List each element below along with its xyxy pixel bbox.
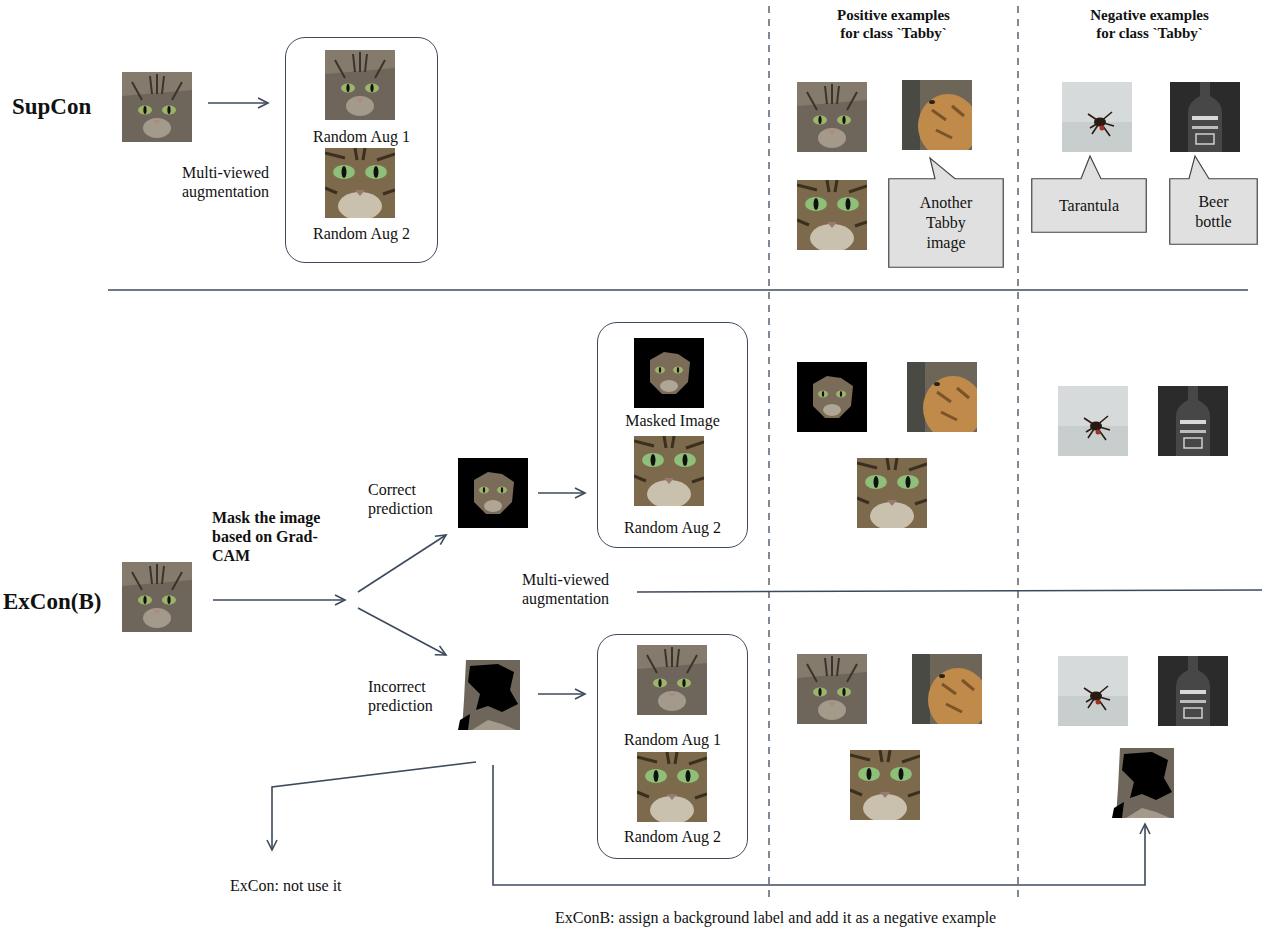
arrow <box>493 765 1145 885</box>
cat-image <box>912 654 988 732</box>
dashed-divider <box>768 6 769 900</box>
cat-image <box>902 80 978 158</box>
branch-label: Correct prediction <box>368 480 453 518</box>
cat-image <box>122 562 192 632</box>
method-title: ExCon(B) <box>3 588 113 616</box>
cat-image <box>797 654 867 724</box>
callout-outline <box>1032 156 1147 232</box>
view-group-box: Random Aug 1 Random Aug 2 <box>597 634 748 859</box>
annotation: Multi-viewed augmentation <box>182 163 292 201</box>
cat-image <box>325 148 395 220</box>
background-masked-image <box>1112 748 1182 818</box>
callout-text: Tarantula <box>1041 196 1137 216</box>
image-caption: Masked Image <box>598 411 747 430</box>
arrow <box>538 492 585 494</box>
cat-image <box>325 50 395 120</box>
note: ExConB: assign a background label and ad… <box>555 908 1195 927</box>
callout-box: Tarantula <box>1031 178 1147 233</box>
background-masked-image <box>458 660 528 730</box>
arrow <box>358 535 446 592</box>
bottle-image <box>1170 82 1240 152</box>
cat-image <box>797 180 867 252</box>
view-group-box: Masked ImageRandom Aug 2 <box>597 322 748 548</box>
callout-box: Another Tabby image <box>888 178 1004 268</box>
column-header: Positive examples for class `Tabby` <box>826 6 961 42</box>
arrow-group <box>208 103 1145 885</box>
cat-image <box>857 458 927 530</box>
tarantula-image <box>1058 386 1128 456</box>
image-caption: Random Aug 2 <box>286 224 437 243</box>
callout-text: Another Tabby image <box>906 193 986 253</box>
column-header: Negative examples for class `Tabby` <box>1082 6 1217 42</box>
image-thumbnails <box>122 50 1240 824</box>
tarantula-image <box>1062 82 1132 152</box>
masked-image <box>458 458 528 528</box>
bottle-image <box>1158 656 1228 726</box>
bottle-image <box>1158 386 1228 456</box>
arrow <box>213 599 345 601</box>
cat-image <box>637 645 707 715</box>
cat-image <box>797 82 867 152</box>
cat-image <box>850 750 920 822</box>
arrow <box>538 693 585 695</box>
callout-outline <box>1170 156 1258 244</box>
arrow <box>208 102 268 104</box>
image-caption: Random Aug 1 <box>598 730 747 749</box>
annotation: Multi-viewed augmentation <box>522 570 632 608</box>
masked-image <box>634 338 704 408</box>
callout-box: Beer bottle <box>1169 178 1258 245</box>
cat-image <box>122 72 192 142</box>
callout-text: Beer bottle <box>1183 192 1244 232</box>
branch-label: Incorrect prediction <box>368 677 453 715</box>
cat-image <box>907 362 983 440</box>
separator-line <box>108 289 1248 291</box>
cat-image <box>634 436 704 508</box>
note: ExCon: not use it <box>230 876 430 895</box>
masked-image <box>797 362 867 432</box>
callout-shape <box>1169 178 1258 245</box>
arrow <box>358 608 446 655</box>
callout-outline <box>889 158 1004 267</box>
arrow <box>272 762 476 850</box>
tarantula-image <box>1058 656 1128 726</box>
view-group-box: Random Aug 1 Random Aug 2 <box>285 37 438 263</box>
step-label: Mask the image based on Grad-CAM <box>212 508 330 566</box>
cat-image <box>637 752 707 824</box>
image-caption: Random Aug 2 <box>598 827 747 846</box>
image-caption: Random Aug 1 <box>286 127 437 146</box>
dashed-divider <box>1017 6 1018 900</box>
method-title: SupCon <box>12 93 112 121</box>
image-caption: Random Aug 2 <box>598 518 747 537</box>
separator-line <box>637 590 1262 592</box>
